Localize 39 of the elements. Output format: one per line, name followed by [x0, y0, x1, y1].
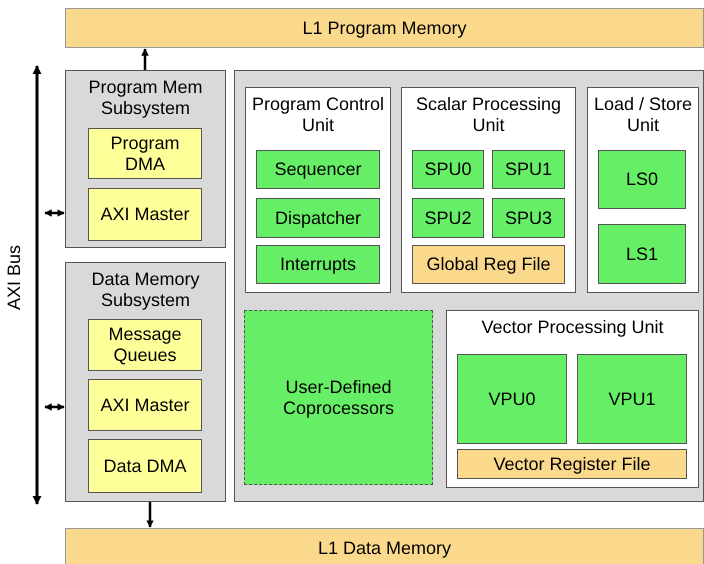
subsystem-panel — [65, 262, 226, 502]
memory-bar: L1 Data Memory — [65, 528, 704, 564]
coprocessor-box: User-Defined Coprocessors — [244, 310, 433, 485]
panel-title: Program Mem Subsystem — [87, 77, 204, 119]
module-box: AXI Master — [88, 188, 202, 241]
panel-title: Scalar Processing Unit — [414, 94, 562, 136]
module-box: AXI Master — [88, 379, 202, 431]
module-box: VPU0 — [457, 354, 567, 444]
module-box: Message Queues — [88, 319, 202, 371]
module-box: Interrupts — [256, 245, 380, 284]
arrow — [44, 403, 65, 411]
arrow — [146, 502, 154, 528]
module-box: SPU2 — [412, 198, 484, 238]
module-box: SPU1 — [492, 150, 565, 189]
module-box: SPU3 — [492, 198, 565, 238]
module-box: Data DMA — [88, 439, 202, 493]
core-panel — [234, 70, 704, 502]
unit-panel — [446, 310, 699, 488]
unit-panel — [245, 87, 391, 293]
module-box: VPU1 — [577, 354, 687, 444]
module-box: LS0 — [598, 150, 686, 209]
module-box: SPU0 — [412, 150, 484, 189]
module-box: Dispatcher — [256, 198, 380, 238]
panel-title: Data Memory Subsystem — [90, 269, 201, 311]
panel-title: Load / Store Unit — [592, 94, 694, 136]
arrow — [141, 48, 149, 70]
register-file-box: Vector Register File — [457, 449, 687, 479]
panel-title: Program Control Unit — [250, 94, 386, 136]
unit-panel — [401, 87, 576, 293]
memory-bar: L1 Program Memory — [65, 8, 704, 48]
bus-label: AXI Bus — [4, 245, 25, 310]
arrow — [44, 209, 65, 217]
panel-title: Vector Processing Unit — [480, 317, 665, 338]
module-box: LS1 — [598, 224, 686, 284]
unit-panel — [587, 87, 699, 293]
register-file-box: Global Reg File — [412, 245, 565, 284]
subsystem-panel — [65, 70, 226, 248]
module-box: Program DMA — [88, 128, 202, 179]
module-box: Sequencer — [256, 150, 380, 189]
